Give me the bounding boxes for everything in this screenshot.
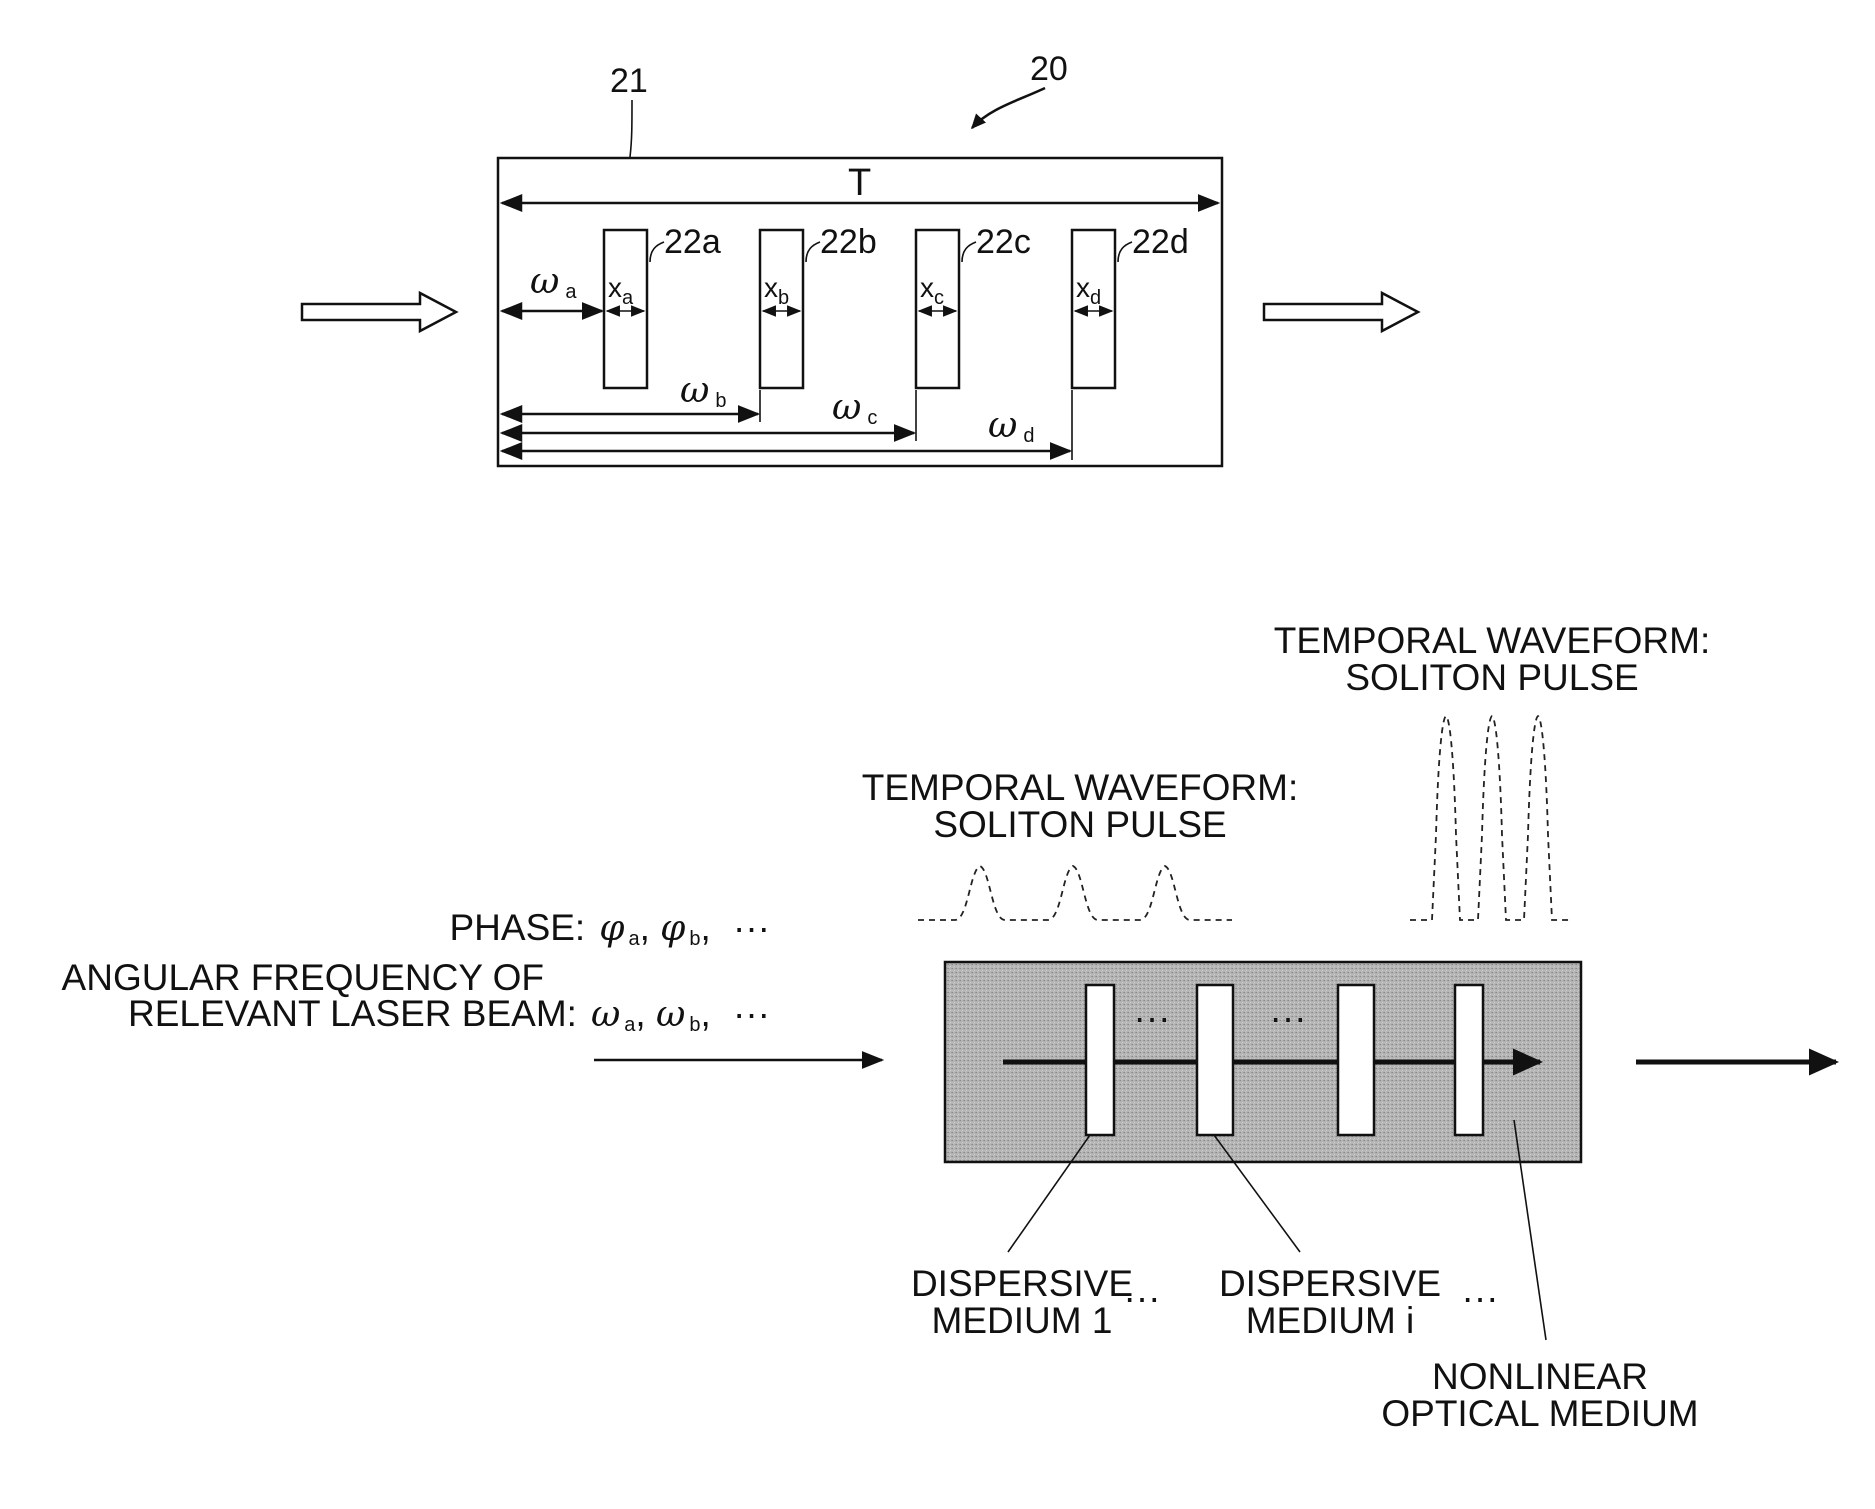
ellipsis-between-media-2: ··· [1270,997,1307,1038]
ref-leader-21 [630,100,632,157]
period-label-T: T [848,162,871,204]
position-label-omega-b: ωb [680,370,726,412]
leader-22d [1118,242,1132,262]
leader-22c [962,242,976,262]
width-label-xa: xa [608,272,634,309]
ref-label-21: 21 [610,62,648,100]
dispersive-medium-3 [1338,985,1374,1135]
ref-label-20: 20 [1030,50,1068,88]
position-label-omega-a: ωa [530,261,577,303]
leader-22b [806,242,820,262]
freq-label-line2: RELEVANT LASER BEAM:ωa, ωb, ··· [128,993,770,1036]
phase-label: PHASE:φa, φb, ··· [450,907,771,950]
ref-label-22c: 22c [976,223,1031,261]
dispersive-medium-i [1197,985,1233,1135]
dispersive-medium-1 [1086,985,1114,1135]
ref-label-22d: 22d [1132,223,1189,261]
dispersive-medium-4 [1455,985,1483,1135]
width-label-xc: xc [920,272,944,309]
position-label-omega-c: ωc [832,387,877,429]
output-soliton-waveform [1410,716,1572,920]
position-label-omega-d: ωd [988,405,1034,447]
leader-22a [650,242,664,262]
spatial-light-modulator-diagram: 20 21 T 22a 22b 22c 22d xa xb xc [302,50,1418,466]
soliton-generation-diagram: TEMPORAL WAVEFORM: SOLITON PULSE TEMPORA… [62,620,1836,1434]
ref-label-22b: 22b [820,223,877,261]
medium-1-label-line1: DISPERSIVE [911,1263,1133,1304]
ellipsis-between-media-1: ··· [1134,997,1171,1038]
waveform-label-right-line1: TEMPORAL WAVEFORM: [1274,620,1710,661]
input-soliton-waveform [918,866,1232,920]
waveform-label-mid-line2: SOLITON PULSE [933,804,1226,845]
ellipsis-after-medium-i: ··· [1462,1277,1499,1318]
element-22d [1072,230,1115,388]
nonlinear-label-line2: OPTICAL MEDIUM [1381,1393,1698,1434]
freq-label-line1: ANGULAR FREQUENCY OF [62,957,544,998]
width-label-xd: xd [1076,272,1101,309]
output-hollow-arrow [1264,293,1418,331]
ellipsis-after-medium-1: ··· [1124,1277,1161,1318]
input-hollow-arrow [302,293,456,331]
width-label-xb: xb [764,272,789,309]
waveform-label-mid-line1: TEMPORAL WAVEFORM: [862,767,1298,808]
element-22c [916,230,959,388]
medium-1-label-line2: MEDIUM 1 [932,1300,1113,1341]
medium-i-label-line1: DISPERSIVE [1219,1263,1441,1304]
medium-i-label-line2: MEDIUM i [1246,1300,1415,1341]
element-22b [760,230,803,388]
element-22a [604,230,647,388]
nonlinear-label-line1: NONLINEAR [1432,1356,1648,1397]
waveform-label-right-line2: SOLITON PULSE [1345,657,1638,698]
ref-arrow-20 [972,88,1045,128]
ref-label-22a: 22a [664,223,721,261]
